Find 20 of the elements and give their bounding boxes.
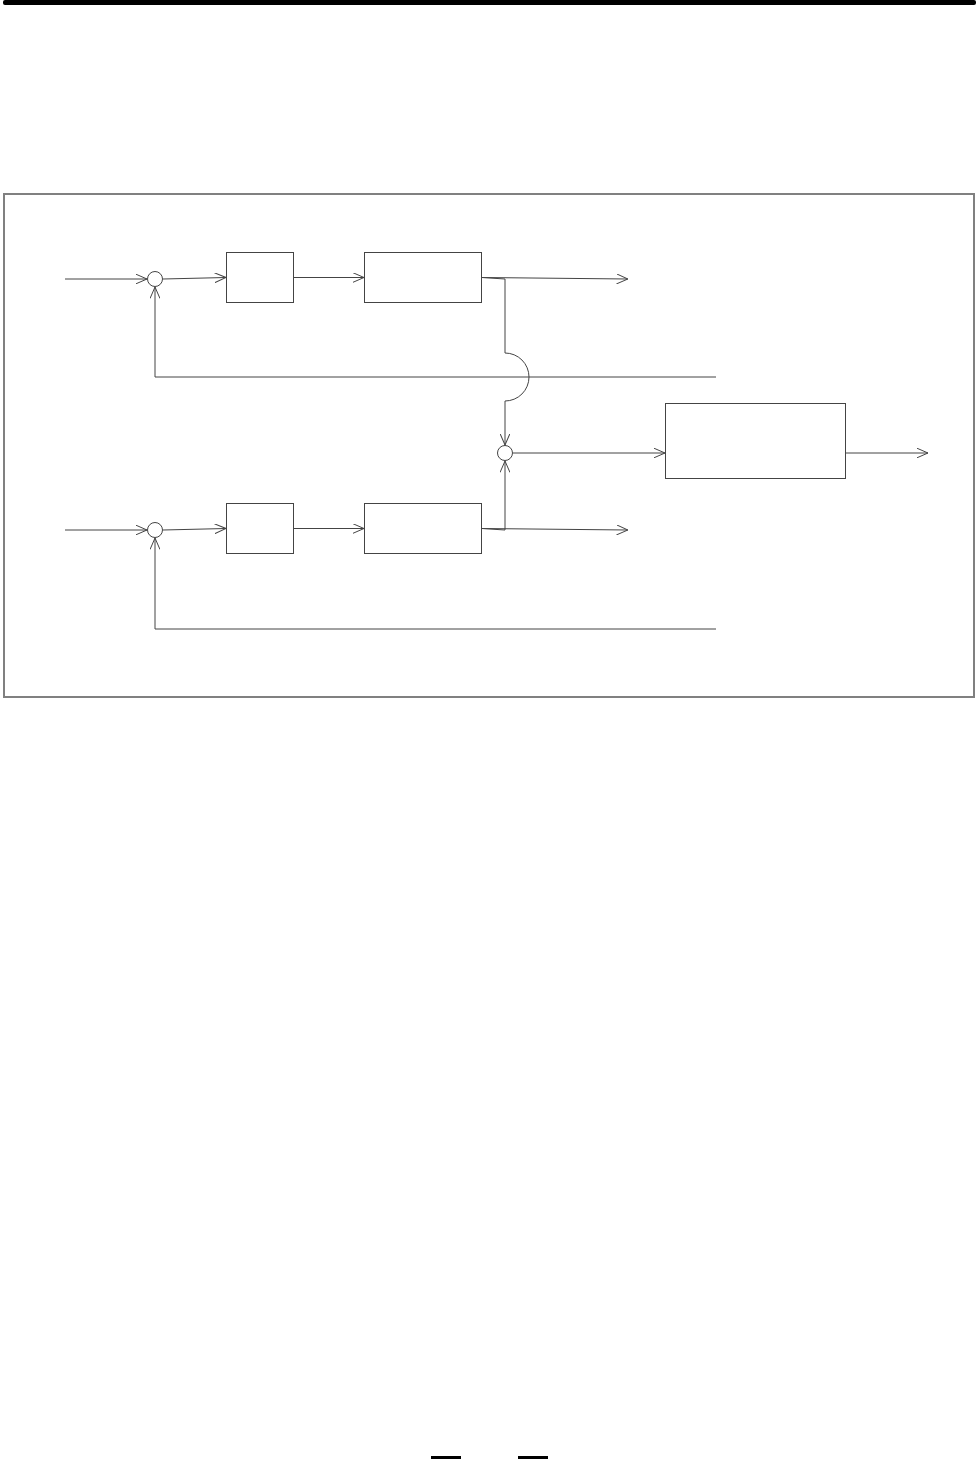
summing-junction-circle xyxy=(497,445,513,461)
arrow xyxy=(162,523,227,535)
block-box xyxy=(364,252,482,303)
arrow xyxy=(64,273,148,285)
arrow xyxy=(512,447,666,459)
block-box xyxy=(226,503,294,554)
summing-junction-circle xyxy=(147,271,163,287)
arrow xyxy=(481,460,511,531)
arrow xyxy=(293,523,365,534)
summing-junction-circle xyxy=(147,522,163,538)
arrow xyxy=(845,447,929,459)
arrow xyxy=(149,537,717,630)
block-box xyxy=(364,503,482,554)
arrow xyxy=(162,272,227,284)
block-box xyxy=(665,403,846,479)
block-box xyxy=(226,252,294,303)
arrow xyxy=(149,286,717,378)
arrow xyxy=(293,272,365,283)
arrow xyxy=(64,524,148,536)
arrow xyxy=(481,277,530,446)
